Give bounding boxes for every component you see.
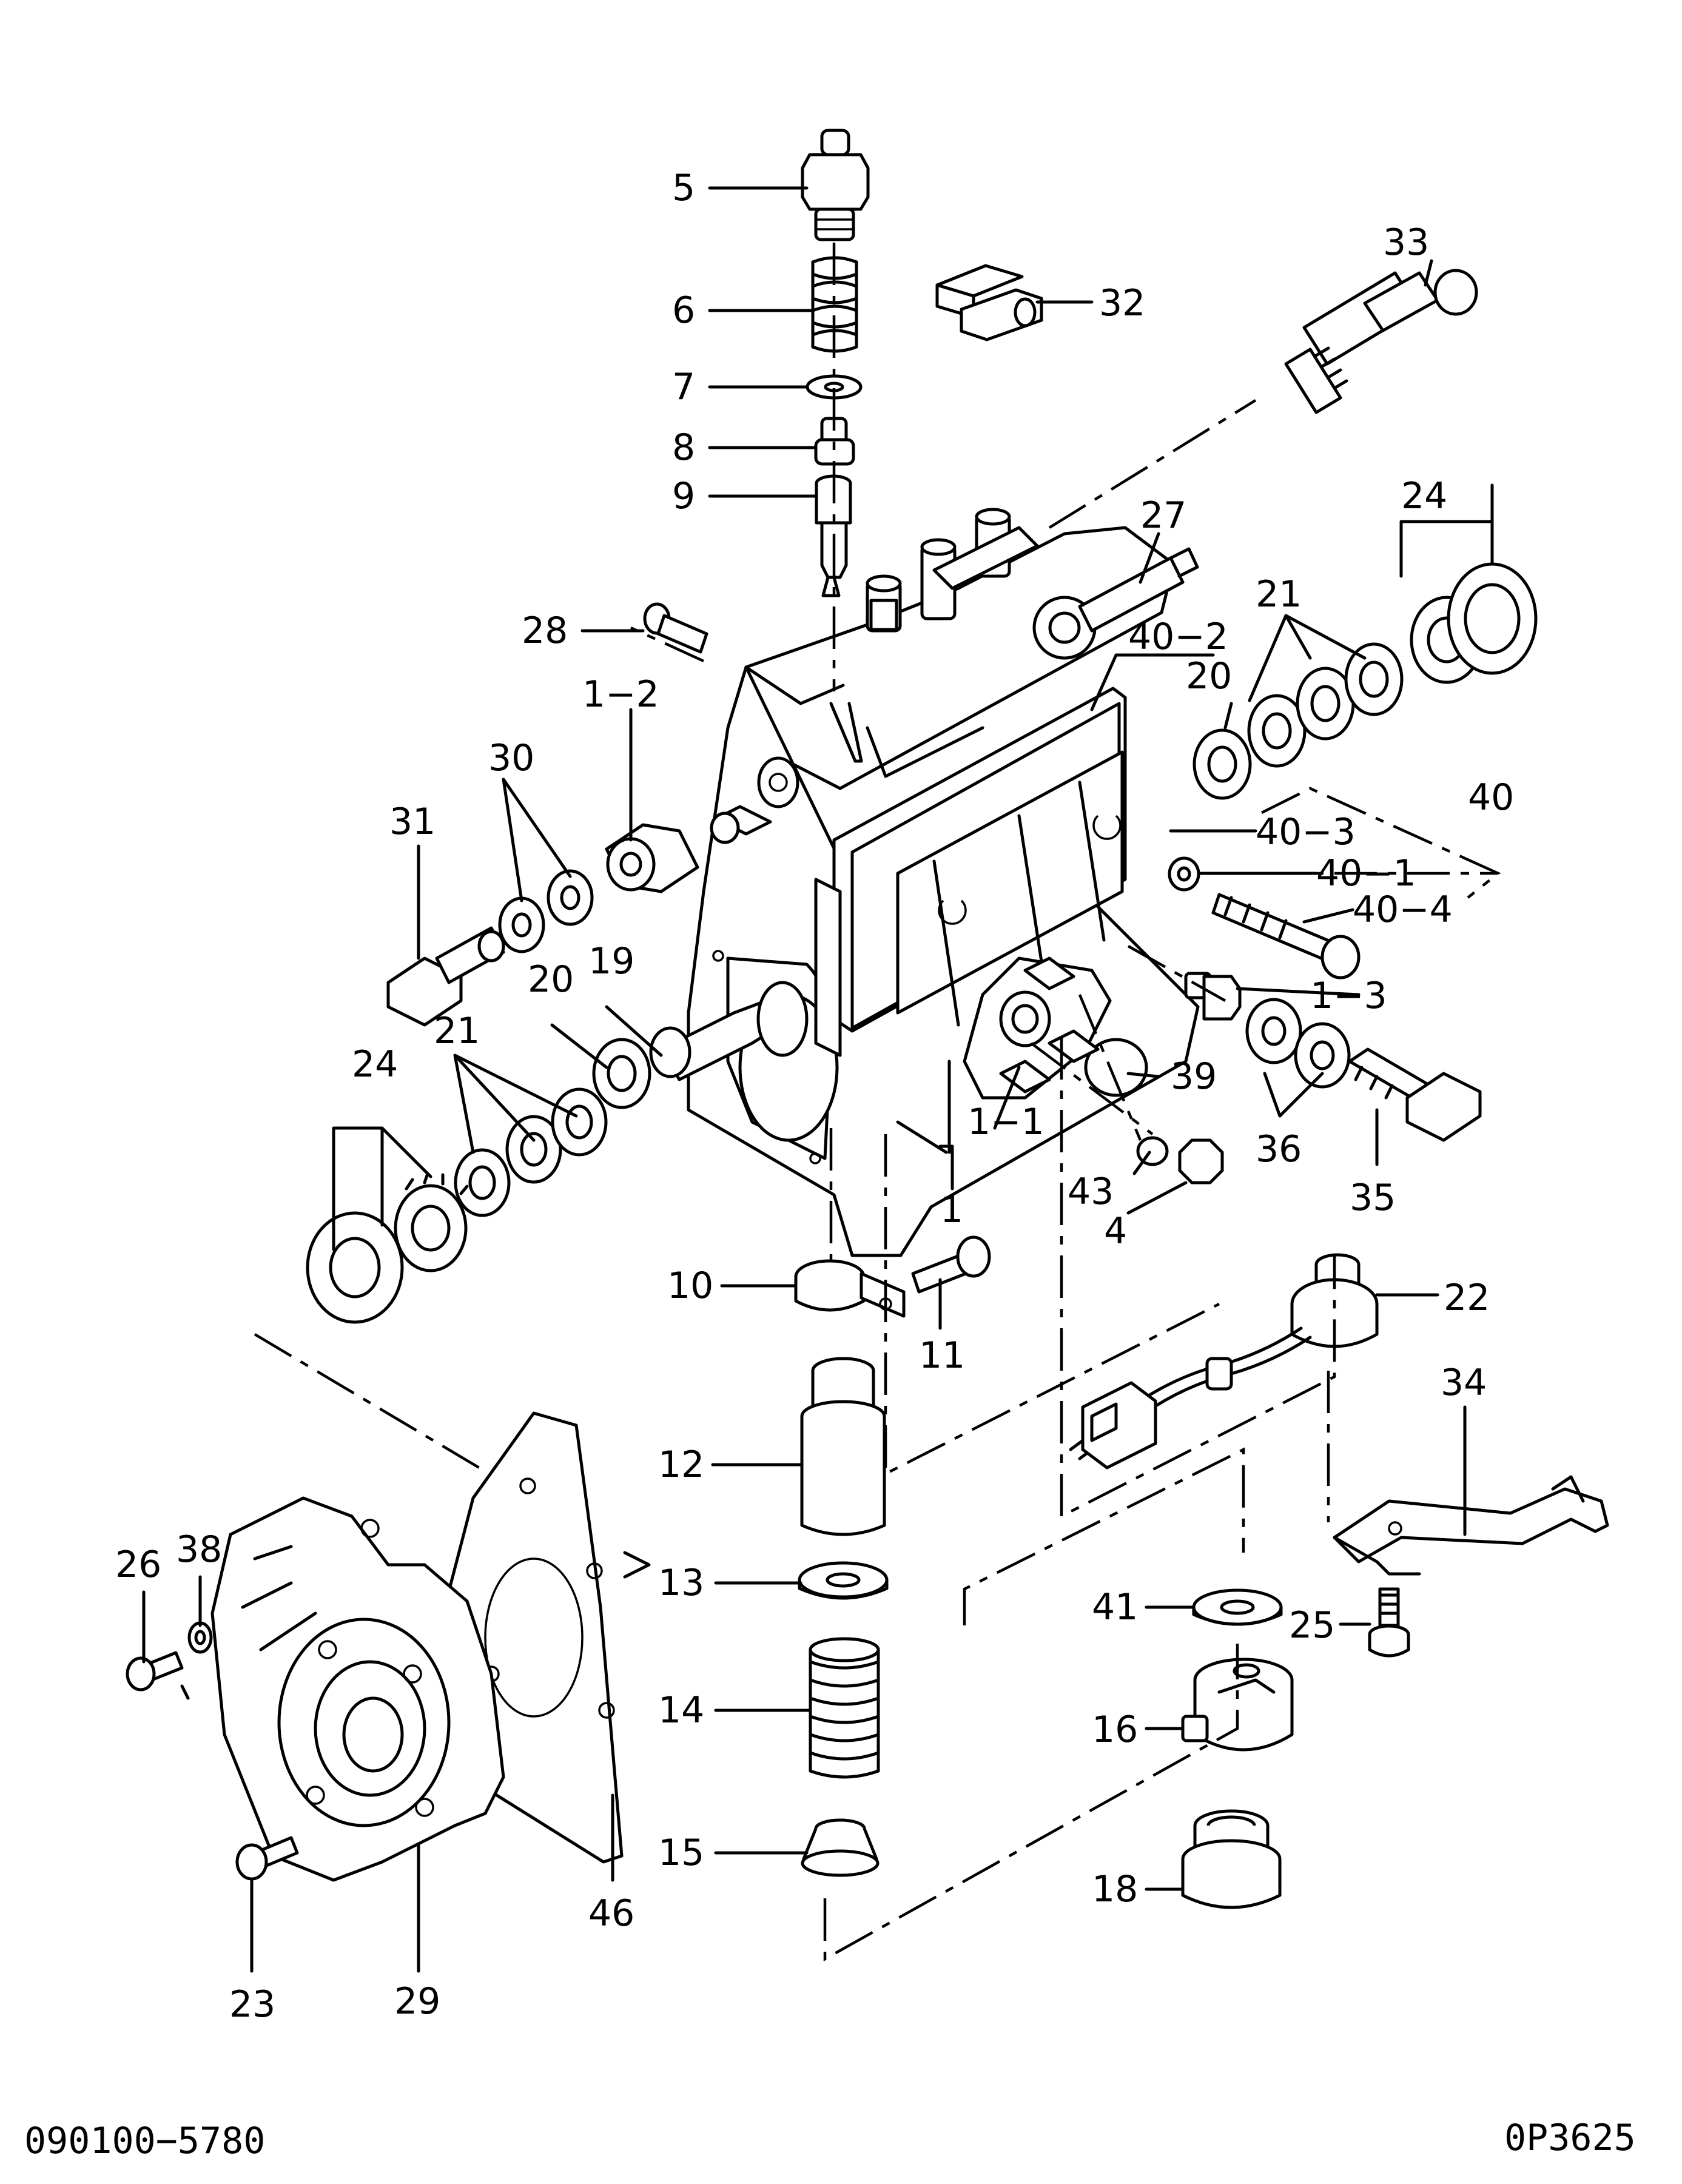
callout-1-1: 1−1 (967, 1101, 1045, 1143)
part-12-sleeve (800, 1357, 886, 1536)
callout-8: 8 (672, 426, 695, 469)
callout-6: 6 (672, 289, 695, 332)
part-1-1-bracket (963, 956, 1112, 1100)
callout-25: 25 (1289, 1604, 1335, 1647)
callout-18: 18 (1092, 1868, 1138, 1910)
part-40-1-washer-hole (1177, 866, 1191, 882)
part-22-sensor (1069, 1253, 1379, 1470)
part-24-bearing-right (1410, 562, 1538, 684)
part-5-valve-holder (801, 129, 870, 241)
callout-16: 16 (1092, 1709, 1138, 1751)
centerlines (254, 243, 1501, 1961)
callout-21-left: 21 (434, 1010, 480, 1052)
part-24-bearing-left (306, 1172, 469, 1324)
callout-12: 12 (658, 1443, 704, 1486)
callout-31: 31 (389, 801, 436, 843)
part-20-washer-right-hole (1207, 745, 1237, 783)
callout-9: 9 (672, 475, 695, 517)
part-4-nut (1178, 1138, 1224, 1184)
callout-24-right: 24 (1401, 475, 1447, 517)
callout-33: 33 (1383, 221, 1429, 264)
part-26-screw (126, 1651, 184, 1692)
callout-38: 38 (176, 1528, 222, 1571)
callout-41: 41 (1092, 1586, 1138, 1628)
callout-14: 14 (658, 1689, 704, 1732)
footer-right-code: 0P3625 (1504, 2117, 1636, 2159)
part-41-washer (1192, 1588, 1283, 1626)
part-18-cup (1181, 1809, 1282, 1909)
callout-4: 4 (1104, 1210, 1127, 1252)
part-38-washer (187, 1621, 213, 1654)
part-21-washers-left (454, 1087, 608, 1217)
callout-30: 30 (488, 737, 534, 779)
callout-40: 40 (1468, 776, 1514, 819)
part-31-banjo-bolt (386, 926, 505, 1027)
part-15-spring-seat (801, 1818, 880, 1877)
part-35-banjo-bolt (1348, 1047, 1482, 1142)
part-25-bolt (1368, 1587, 1410, 1658)
part-13-washer (798, 1561, 889, 1600)
callout-23: 23 (229, 1983, 275, 2026)
callout-1: 1 (940, 1189, 963, 1231)
callout-34: 34 (1441, 1362, 1487, 1404)
callout-11: 11 (919, 1334, 965, 1377)
callout-15: 15 (658, 1832, 704, 1874)
part-11-screw (911, 1235, 991, 1294)
part-21-washers-right (1247, 642, 1404, 768)
callout-22: 22 (1444, 1277, 1490, 1319)
callout-40-1: 40−1 (1316, 852, 1416, 895)
part-30-washers (498, 869, 594, 953)
part-28-plug (643, 602, 708, 654)
part-40-cover-plate (814, 687, 1127, 1057)
callout-1-3: 1−3 (1310, 975, 1387, 1017)
callout-32: 32 (1099, 282, 1145, 324)
callout-5: 5 (672, 167, 695, 209)
part-39-o-ring (1084, 1038, 1148, 1097)
leader-lines (142, 186, 1494, 1973)
callout-labels: 5 6 7 8 9 32 33 27 24 21 20 40−2 28 1−2 … (115, 167, 1514, 2026)
part-23-screw (235, 1836, 299, 1881)
callout-36: 36 (1256, 1128, 1302, 1171)
callout-20-right: 20 (1186, 655, 1232, 697)
part-34-bracket (1333, 1475, 1609, 1576)
callout-21-right: 21 (1256, 573, 1302, 616)
callout-40-2: 40−2 (1128, 616, 1228, 658)
part-32-block (935, 264, 1043, 341)
callout-46: 46 (588, 1892, 634, 1935)
callout-7: 7 (672, 366, 695, 408)
callout-19: 19 (588, 940, 634, 983)
callout-26: 26 (115, 1544, 161, 1586)
callout-28: 28 (522, 610, 568, 652)
callout-39: 39 (1171, 1055, 1217, 1098)
callout-13: 13 (658, 1562, 704, 1604)
part-40-4-screw (1211, 893, 1361, 979)
part-10-clamp (794, 1259, 906, 1318)
part-14-spring (809, 1637, 880, 1779)
part-29-flange-cover (210, 1496, 505, 1882)
part-33-shaft (1284, 269, 1478, 414)
callout-40-4: 40−4 (1353, 889, 1453, 931)
callout-40-3: 40−3 (1256, 811, 1356, 853)
callout-43: 43 (1068, 1171, 1114, 1213)
callout-24-left: 24 (352, 1043, 398, 1086)
part-16-block (1181, 1658, 1294, 1752)
callout-10: 10 (667, 1265, 713, 1307)
callout-27: 27 (1140, 494, 1186, 537)
callout-35: 35 (1350, 1177, 1396, 1219)
footer-left-code: 090100−5780 (24, 2120, 265, 2162)
callout-29: 29 (394, 1980, 440, 2023)
callout-20-left: 20 (528, 958, 574, 1001)
callout-1-2: 1−2 (582, 673, 659, 716)
part-19-drive-shaft (649, 981, 809, 1081)
part-20-washer-left-hole (607, 1055, 637, 1092)
part-36-washers (1245, 998, 1351, 1089)
